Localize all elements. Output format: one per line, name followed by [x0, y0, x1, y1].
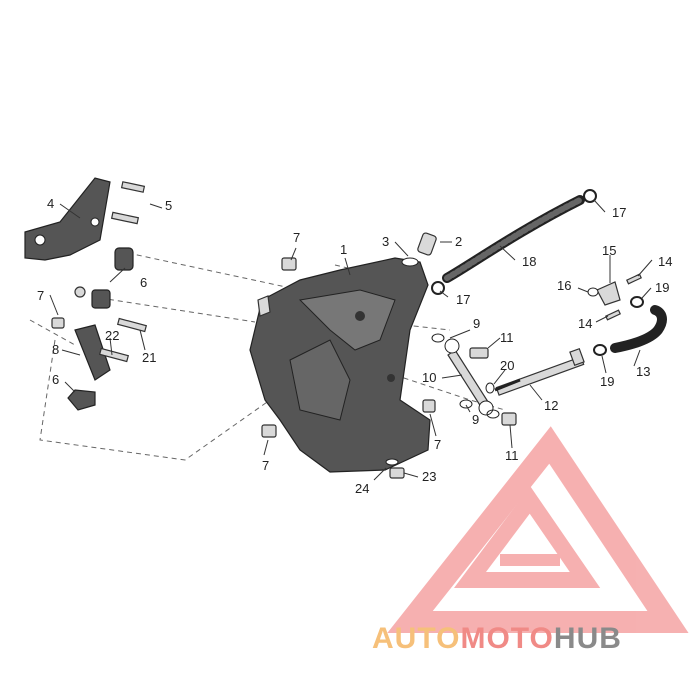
drain-bolt: [385, 458, 405, 479]
callout-11a: 11: [500, 330, 514, 345]
watermark-brand: AUTOMOTOHUB: [372, 622, 622, 655]
callout-7d: 7: [434, 437, 441, 452]
callout-10: 10: [422, 370, 436, 385]
callout-labels: 1 2 3 4 5 6 6 7 7 7 7 8 9 9 10 11 11 12 …: [37, 196, 672, 496]
callout-21: 21: [142, 350, 156, 365]
callout-9a: 9: [473, 316, 480, 331]
oil-pipe: [494, 347, 585, 396]
callout-12: 12: [544, 398, 558, 413]
callout-17b: 17: [612, 205, 626, 220]
callout-7a: 7: [293, 230, 300, 245]
callout-3: 3: [382, 234, 389, 249]
callout-2: 2: [455, 234, 462, 249]
callout-17a: 17: [456, 292, 470, 307]
callout-11b: 11: [505, 448, 519, 463]
brand-auto: AUTO: [372, 622, 460, 655]
callout-19b: 19: [600, 374, 614, 389]
mounting-bracket: [24, 177, 111, 261]
callout-18: 18: [522, 254, 536, 269]
callout-23: 23: [422, 469, 436, 484]
callout-15: 15: [602, 243, 616, 258]
hose-clamp: [431, 189, 597, 295]
rubber-mount-lower: [67, 289, 111, 411]
callout-6a: 6: [140, 275, 147, 290]
oil-return-hose: [610, 305, 667, 353]
link-rod: [431, 333, 517, 426]
watermark-logo-icon: [387, 426, 689, 633]
mounting-plate: [74, 324, 111, 381]
brand-moto: MOTO: [460, 622, 553, 655]
leader-lines: [49, 199, 653, 481]
hose-fitting: [587, 273, 644, 356]
bolt-21-22: [98, 317, 148, 363]
rubber-mount-upper: [114, 247, 134, 271]
breather-hose: [442, 195, 585, 283]
callout-6b: 6: [52, 372, 59, 387]
callout-13: 13: [636, 364, 650, 379]
callout-14b: 14: [578, 316, 592, 331]
callout-20: 20: [500, 358, 514, 373]
callout-24: 24: [355, 481, 369, 496]
callout-4: 4: [47, 196, 54, 211]
callout-22: 22: [105, 328, 119, 343]
bolt-5: [110, 181, 146, 225]
callout-8: 8: [52, 342, 59, 357]
tank-fitting: [401, 232, 437, 267]
callout-5: 5: [165, 198, 172, 213]
callout-7c: 7: [262, 458, 269, 473]
callout-14a: 14: [658, 254, 672, 269]
callout-19a: 19: [655, 280, 669, 295]
callout-1: 1: [340, 242, 347, 257]
callout-16: 16: [557, 278, 571, 293]
nut-7: [51, 257, 436, 438]
callout-9b: 9: [472, 412, 479, 427]
callout-7b: 7: [37, 288, 44, 303]
brand-hub: HUB: [554, 622, 622, 655]
oil-tank: [249, 257, 431, 473]
